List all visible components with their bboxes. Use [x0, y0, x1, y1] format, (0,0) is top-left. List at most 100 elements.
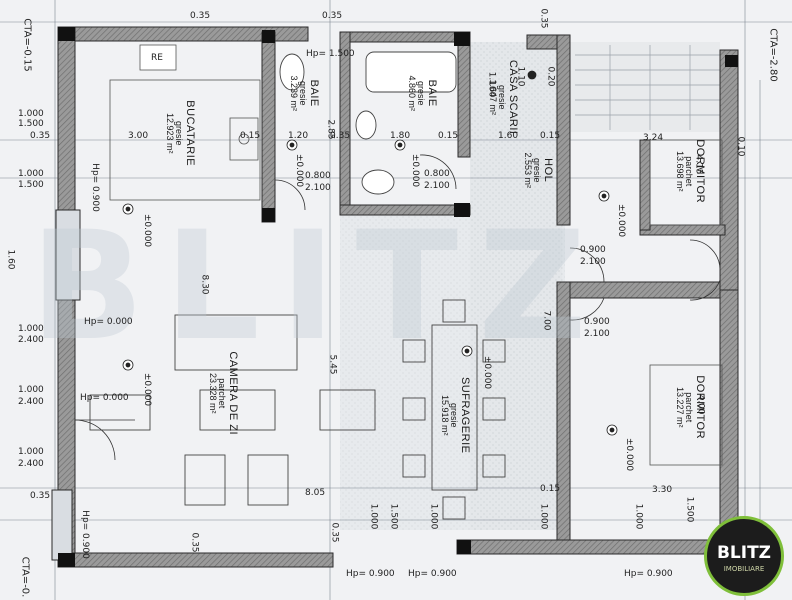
room-finish: parchet	[684, 392, 695, 423]
dim-label: 3.24	[643, 133, 664, 143]
fixture-label: RE	[151, 53, 163, 63]
sufragerie-floor	[340, 215, 565, 530]
opening-label: 0.800	[424, 169, 450, 179]
opening-label: 1.000	[18, 447, 44, 457]
room-area: 12.923 m²	[165, 112, 176, 154]
room-baie-small: BAIE gresie 3.239 m²	[289, 53, 321, 133]
room-finish: gresie	[174, 120, 185, 146]
room-baie-big: BAIE gresie 4.860 m²	[407, 53, 439, 133]
elevation-label: ±0.000	[142, 372, 153, 407]
opening-label: 1.500	[684, 496, 695, 523]
opening-label: 1.000	[18, 109, 44, 119]
opening-label: 1.000	[18, 169, 44, 179]
dim-label: 0.10	[735, 136, 746, 157]
dim-label: 0.35	[30, 131, 51, 141]
room-area: 23.328 m²	[208, 372, 219, 414]
opening-label: Hp= 0.000	[80, 393, 129, 403]
opening-label: 1.000	[368, 503, 379, 530]
opening-label: 2.400	[18, 459, 44, 469]
room-area: 3.239 m²	[289, 75, 300, 111]
opening-label: 2.400	[18, 335, 44, 345]
dim-label: 4.15	[693, 154, 704, 175]
room-finish: gresie	[449, 402, 460, 428]
opening-label: Hp= 0.900	[346, 569, 395, 579]
room-finish: parchet	[684, 156, 695, 187]
opening-label: 1.000	[538, 503, 549, 530]
level-label-bottom-left: CTA=-0.	[19, 556, 31, 598]
dim-label: 0.35	[30, 491, 51, 501]
opening-label: Hp= 0.900	[408, 569, 457, 579]
room-finish: gresie	[416, 80, 427, 106]
dim-label: 0.35	[330, 131, 351, 141]
watermark: BLITZ	[30, 200, 607, 374]
dim-label: 4.00	[695, 394, 706, 415]
room-sufragerie: SUFRAGERIE gresie 15.918 m²	[440, 360, 472, 470]
dim-label: 0.35	[329, 522, 340, 543]
room-area: 15.918 m²	[440, 394, 451, 436]
room-hol: HOL gresie 2.553 m²	[523, 135, 554, 205]
dim-label: 2.85	[325, 119, 336, 140]
logo-brand: BLITZ	[716, 543, 772, 563]
opening-label: 2.100	[580, 257, 606, 267]
logo-subtitle: IMOBILIARE	[723, 565, 765, 573]
opening-label: Hp= 0.000	[84, 317, 133, 327]
room-finish: gresie	[298, 80, 309, 106]
room-name: BAIE	[308, 79, 321, 107]
elevation-label: ±0.000	[482, 355, 493, 390]
opening-label: 2.100	[584, 329, 610, 339]
dim-label: 5.45	[327, 354, 338, 375]
room-name: SUFRAGERIE	[459, 376, 472, 454]
opening-label: 1.100	[486, 71, 497, 98]
room-bucatarie: BUCATARIE gresie 12.923 m²	[165, 83, 197, 183]
opening-label: Hp= 1.500	[306, 49, 355, 59]
elevation-label: ±0.000	[410, 153, 421, 188]
dim-label: 1.10	[515, 66, 526, 87]
dim-label: 1.60	[498, 131, 519, 141]
opening-label: 1.500	[18, 119, 44, 129]
opening-label: 1.000	[18, 324, 44, 334]
room-finish: gresie	[497, 84, 508, 110]
opening-label: 2.100	[305, 183, 331, 193]
opening-label: 1.000	[428, 503, 439, 530]
level-label-top-right: CTA=-2.80	[767, 28, 779, 82]
dim-label: 0.35	[538, 8, 549, 29]
dim-label: 7.00	[541, 310, 552, 331]
dim-label: 3.30	[652, 485, 673, 495]
opening-label: 1.500	[18, 180, 44, 190]
room-area: 13.698 m²	[675, 150, 686, 192]
room-name: BUCATARIE	[184, 100, 197, 167]
opening-label: Hp= 0.900	[89, 163, 100, 212]
elevation-label: ±0.000	[142, 213, 153, 248]
level-label-top-left: CTA=-0.15	[21, 18, 33, 72]
opening-label: 1.500	[388, 503, 399, 530]
room-area: 2.553 m²	[523, 152, 534, 188]
dim-label: 1.60	[5, 249, 16, 270]
blitz-logo: BLITZ IMOBILIARE	[704, 516, 784, 596]
room-finish: parchet	[217, 378, 228, 409]
room-area: 13.227 m²	[675, 386, 686, 428]
opening-label: 2.100	[424, 181, 450, 191]
opening-label: 0.900	[584, 317, 610, 327]
dim-label: 0.15	[540, 131, 561, 141]
opening-label: Hp= 0.900	[624, 569, 673, 579]
room-finish: gresie	[532, 157, 543, 183]
dim-label: 3.00	[128, 131, 149, 141]
dim-label: 8.30	[199, 274, 210, 295]
room-name: BAIE	[426, 79, 439, 107]
opening-label: Hp= 0.900	[79, 510, 90, 559]
opening-label: 0.900	[580, 245, 606, 255]
dim-label: 8.05	[305, 488, 326, 498]
dim-label: 0.20	[545, 66, 556, 87]
room-area: 4.860 m²	[407, 75, 418, 111]
dim-label: 0.35	[189, 532, 200, 553]
opening-label: 1.000	[633, 503, 644, 530]
stair-floor	[570, 42, 720, 132]
dim-label: 0.15	[240, 131, 261, 141]
elevation-label: ±0.000	[624, 437, 635, 472]
opening-label: 2.400	[18, 397, 44, 407]
elevation-label: ±0.000	[294, 153, 305, 188]
room-camera-de-zi: CAMERA DE ZI parchet 23.328 m²	[208, 338, 239, 448]
dim-label: 0.35	[322, 11, 343, 21]
dim-label: 1.80	[390, 131, 411, 141]
